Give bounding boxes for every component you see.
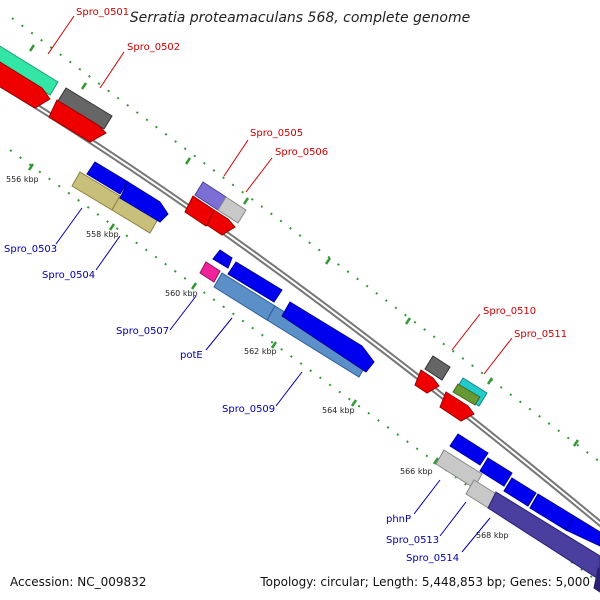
map-title: Serratia proteamaculans 568, complete ge… [130, 10, 470, 26]
tick-label-556: 556 kbp [6, 175, 39, 184]
accession-text: Accession: NC_009832 [10, 575, 146, 589]
label-leaders [47, 15, 513, 553]
gene-spro-0511[interactable] [439, 377, 488, 422]
gene-label-spro-0506[interactable]: Spro_0506 [275, 147, 328, 158]
tick-label-566: 566 kbp [400, 467, 433, 476]
gene-label-spro-0510[interactable]: Spro_0510 [483, 306, 536, 317]
gene-label-spro-0502[interactable]: Spro_0502 [127, 42, 180, 53]
topology-text: Topology: circular; Length: 5,448,853 bp… [259, 575, 590, 589]
gene-spro-0509[interactable] [266, 301, 375, 378]
gene-label-spro-0514[interactable]: Spro_0514 [406, 553, 459, 564]
tick-label-562: 562 kbp [244, 347, 277, 356]
gene-label-spro-0501[interactable]: Spro_0501 [76, 7, 129, 18]
gene-label-spro-0507[interactable]: Spro_0507 [116, 326, 169, 337]
gene-label-spro-0504[interactable]: Spro_0504 [42, 270, 95, 281]
gene-spro-0514[interactable] [487, 491, 600, 593]
gene-spro-0502[interactable] [0, 61, 113, 143]
tick-label-558: 558 kbp [86, 230, 119, 239]
gene-spro-0504[interactable] [111, 181, 169, 234]
gene-spro-0513[interactable] [465, 457, 537, 510]
gene-spro-0507[interactable] [199, 249, 233, 283]
gene-label-phnp[interactable]: phnP [386, 514, 411, 525]
tick-label-560: 560 kbp [165, 289, 198, 298]
tick-label-564: 564 kbp [322, 406, 355, 415]
gene-label-pote[interactable]: potE [180, 350, 203, 361]
gene-label-spro-0509[interactable]: Spro_0509 [222, 404, 275, 415]
gene-spro-0506[interactable] [206, 196, 247, 236]
gene-label-spro-0505[interactable]: Spro_0505 [250, 128, 303, 139]
gene-phnp[interactable] [435, 433, 489, 489]
gene-spro-0510[interactable] [414, 355, 451, 394]
tick-label-568: 568 kbp [476, 531, 509, 540]
gene-label-spro-0503[interactable]: Spro_0503 [4, 244, 57, 255]
gene-spro-0501[interactable] [0, 40, 59, 96]
major-ticks [27, 44, 580, 525]
gene-label-spro-0513[interactable]: Spro_0513 [386, 535, 439, 546]
gene-label-spro-0511[interactable]: Spro_0511 [514, 329, 567, 340]
dotted-ring-outer [9, 17, 600, 584]
